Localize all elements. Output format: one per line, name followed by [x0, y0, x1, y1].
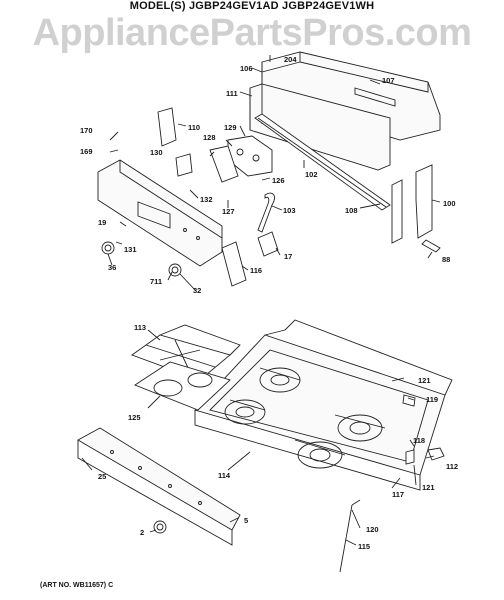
callout-100: 100 — [443, 199, 456, 208]
igniter-part — [221, 241, 247, 287]
rod-part — [339, 504, 353, 573]
watermark-logo: AppliancePartsPros.com — [32, 12, 472, 54]
cooktop-part — [194, 319, 453, 491]
callout-128: 128 — [203, 133, 216, 142]
callout-2: 2 — [140, 528, 144, 537]
callout-25: 25 — [98, 472, 106, 481]
callout-121b: 121 — [422, 483, 435, 492]
callout-125: 125 — [128, 413, 141, 422]
callout-170: 170 — [80, 126, 93, 135]
side-bracket-part — [391, 164, 433, 244]
trim-strip-part — [254, 113, 391, 211]
callout-131: 131 — [124, 245, 137, 254]
callout-118: 118 — [413, 436, 425, 445]
callout-88: 88 — [442, 255, 450, 264]
callout-103: 103 — [283, 206, 296, 215]
switch-part — [175, 153, 193, 177]
callout-119: 119 — [426, 395, 438, 404]
drip-pan-part — [134, 361, 231, 411]
latch-part — [427, 447, 445, 461]
control-console-part — [97, 159, 223, 267]
callout-19: 19 — [98, 218, 106, 227]
valve-part — [257, 231, 279, 257]
callout-204: 204 — [284, 55, 297, 64]
callout-106: 106 — [240, 64, 253, 73]
bracket-part — [157, 107, 177, 147]
callout-5: 5 — [244, 516, 248, 525]
callout-102: 102 — [305, 170, 318, 179]
callout-120: 120 — [366, 525, 379, 534]
callout-17: 17 — [284, 252, 292, 261]
callout-127: 127 — [222, 207, 235, 216]
callout-110: 110 — [188, 123, 200, 132]
callout-113: 113 — [134, 323, 146, 332]
callout-36: 36 — [108, 263, 116, 272]
callout-117: 117 — [392, 490, 404, 499]
model-title: MODEL(S) JGBP24GEV1AD JGBP24GEV1WH — [129, 0, 375, 12]
callout-115: 115 — [358, 542, 370, 551]
callout-121a: 121 — [418, 376, 431, 385]
hinge-part — [402, 394, 416, 407]
clip-small-part — [405, 449, 415, 465]
manifold-bracket-part — [257, 192, 275, 233]
callout-116: 116 — [250, 266, 262, 275]
manifold-panel-part — [77, 427, 241, 546]
callout-129: 129 — [224, 123, 237, 132]
callout-130: 130 — [150, 148, 163, 157]
art-number: (ART NO. WB11657) C — [40, 582, 114, 589]
knob-part-2 — [153, 520, 167, 534]
callout-169: 169 — [80, 147, 93, 156]
callout-126: 126 — [272, 176, 285, 185]
callout-111: 111 — [226, 89, 238, 98]
callout-112: 112 — [446, 462, 458, 471]
callout-114: 114 — [218, 471, 231, 480]
callout-108: 108 — [345, 206, 358, 215]
callout-107: 107 — [382, 76, 395, 85]
callout-32: 32 — [193, 286, 201, 295]
board-part — [209, 145, 239, 183]
callout-132: 132 — [200, 195, 213, 204]
callout-711: 711 — [150, 277, 162, 286]
clip-part — [421, 239, 441, 253]
knob-part-36 — [101, 241, 115, 255]
